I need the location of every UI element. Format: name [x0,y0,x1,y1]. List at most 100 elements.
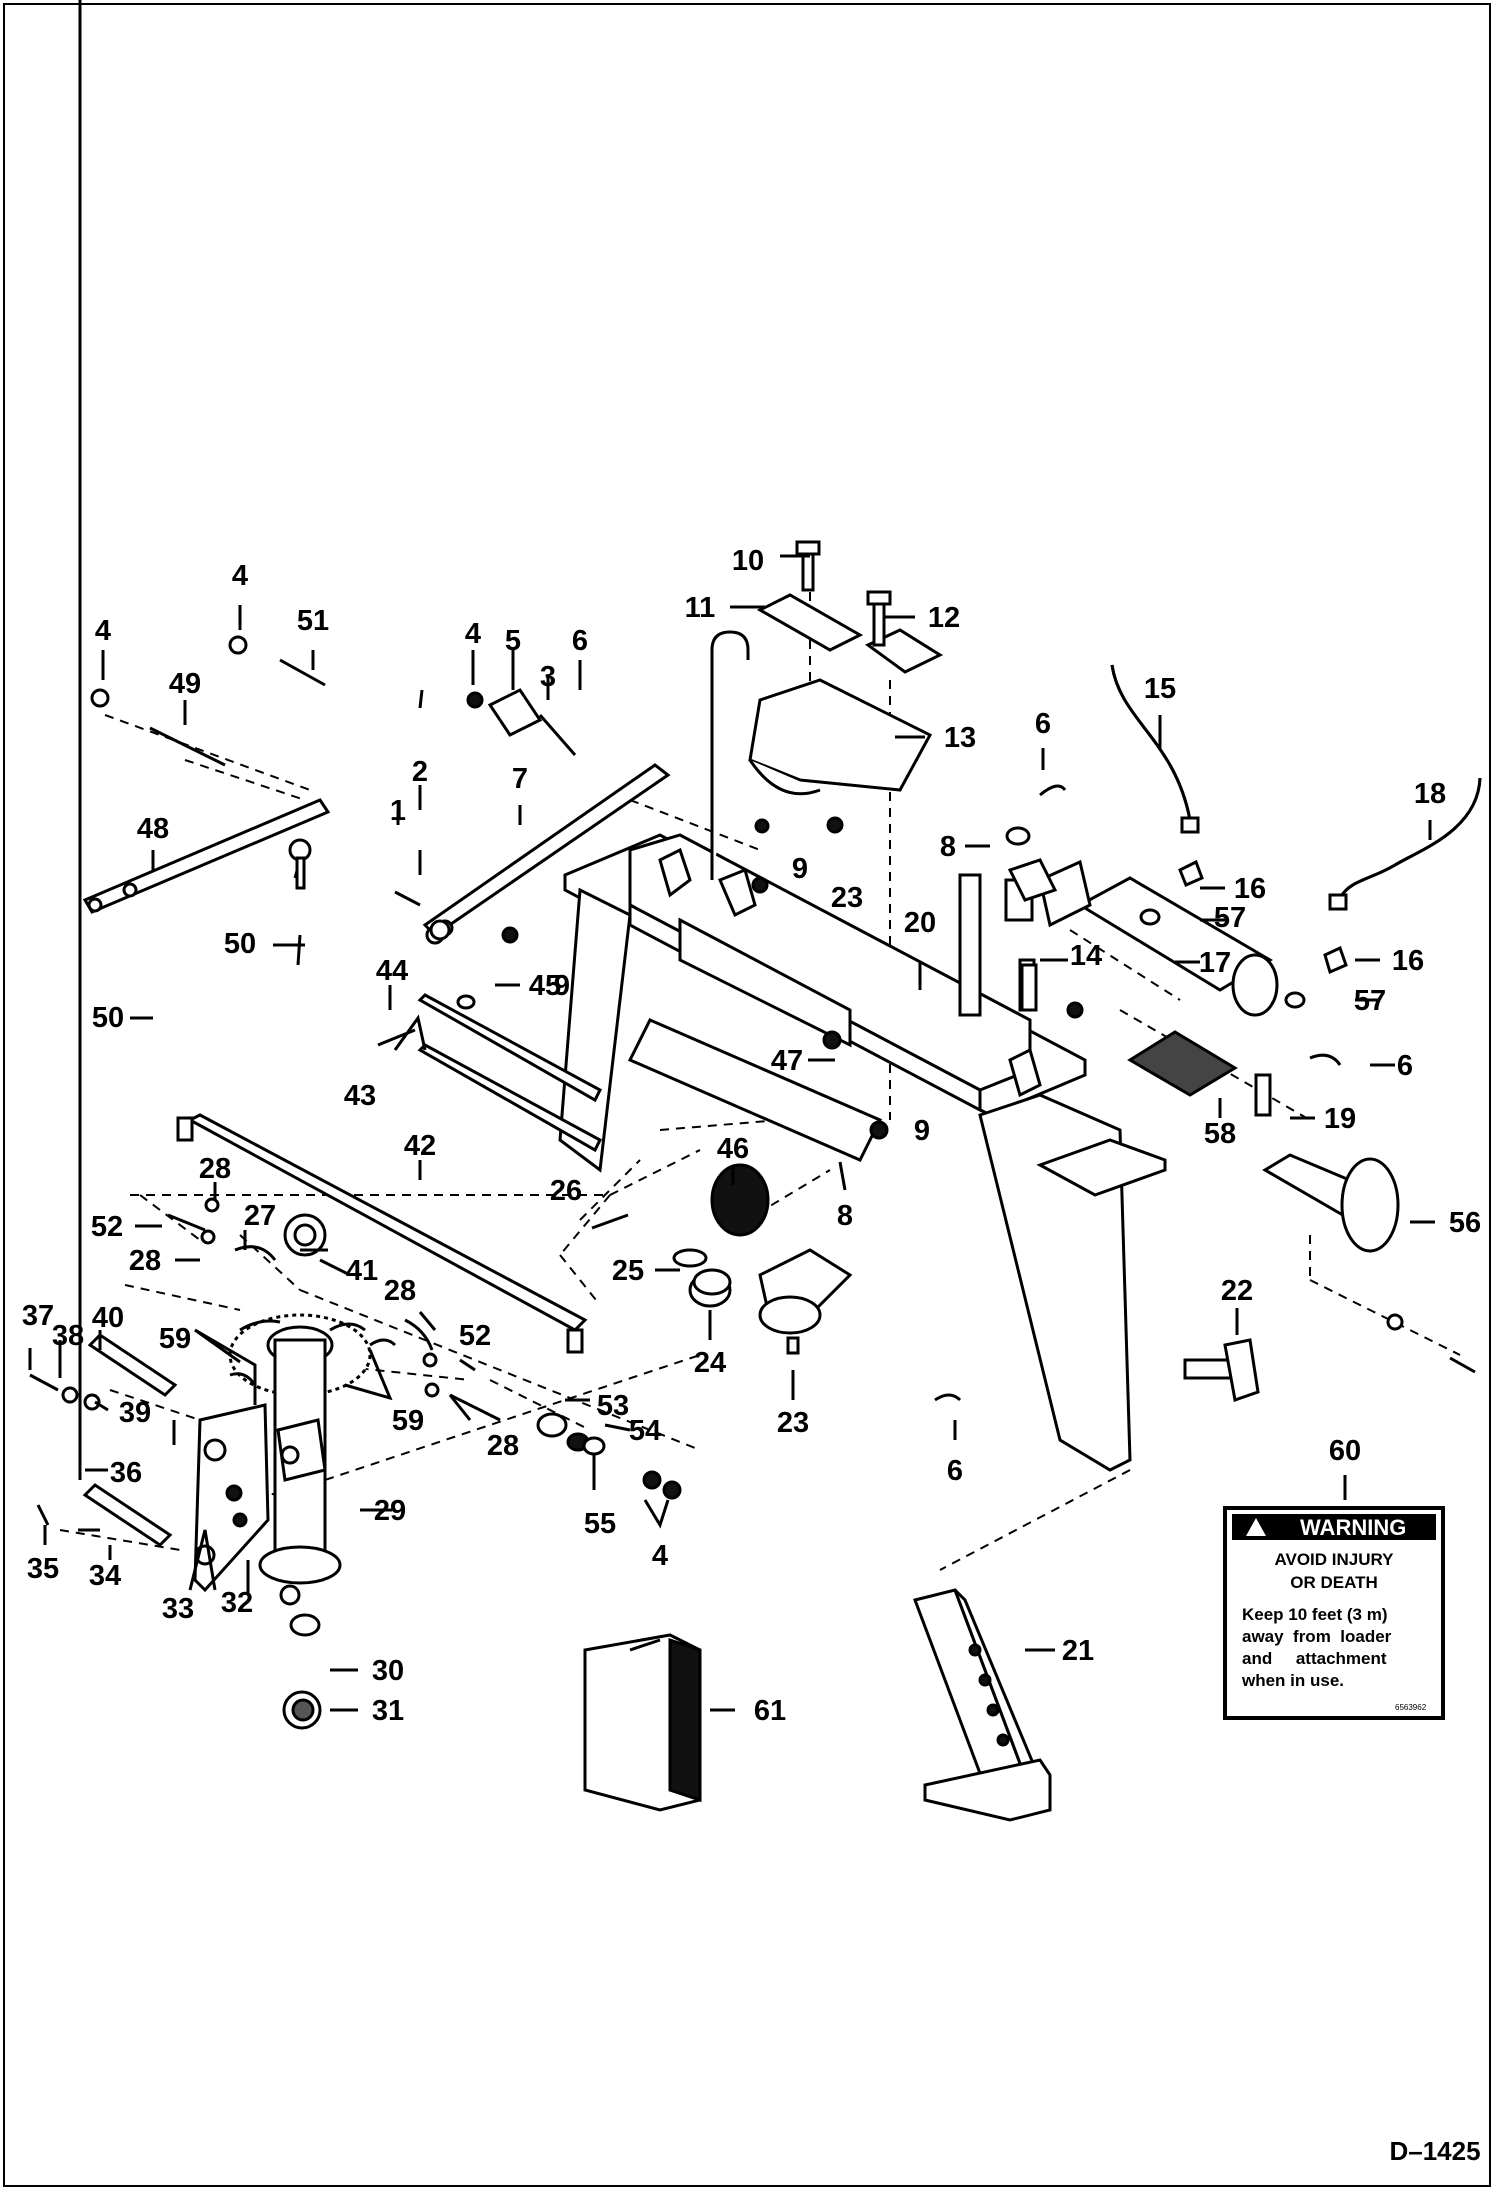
callout-4: 4 [652,1540,668,1572]
washers-and-nuts [536,1412,682,1529]
callout-18: 18 [1414,778,1446,810]
callout-16: 16 [1392,945,1424,977]
callout-9: 9 [914,1115,930,1147]
callout-23: 23 [777,1407,809,1439]
callout-52: 52 [91,1211,123,1243]
callout-5: 5 [505,625,521,657]
callout-28: 28 [384,1275,416,1307]
callout-4: 4 [465,618,481,650]
warning-line-6: when in use. [1241,1671,1344,1690]
callout-38: 38 [52,1320,84,1352]
callout-6: 6 [1035,708,1051,740]
warning-decal-code: 6563962 [1395,1703,1427,1712]
wear-strips [417,993,602,1153]
bumper-and-bearing [672,1163,853,1355]
callout-2: 2 [412,756,428,788]
callout-45: 45 [529,970,561,1002]
callout-6: 6 [947,1455,963,1487]
callout-12: 12 [928,602,960,634]
callout-24: 24 [694,1347,726,1379]
pin-19 [1254,1073,1272,1117]
warning-line-1: AVOID INJURY [1274,1550,1394,1569]
lock-pin [1183,1338,1260,1402]
callout-19: 19 [1324,1103,1356,1135]
warning-line-2: OR DEATH [1290,1573,1378,1592]
warning-line-4: away from loader [1242,1627,1392,1646]
callout-52: 52 [459,1320,491,1352]
callout-8: 8 [940,831,956,863]
callout-29: 29 [374,1495,406,1527]
callout-28: 28 [487,1430,519,1462]
callout-4: 4 [95,615,111,647]
callout-21: 21 [1062,1635,1094,1667]
callout-43: 43 [344,1080,376,1112]
callout-49: 49 [169,668,201,700]
callout-26: 26 [550,1175,582,1207]
pin [1020,963,1038,1012]
callout-8: 8 [837,1200,853,1232]
handle [710,630,750,880]
callout-32: 32 [221,1587,253,1619]
callout-36: 36 [110,1457,142,1489]
callout-56: 56 [1449,1207,1481,1239]
callout-44: 44 [376,955,408,987]
callout-35: 35 [27,1553,59,1585]
rubber-pad [1127,1030,1238,1097]
callout-57: 57 [1214,902,1246,934]
callout-13: 13 [944,722,976,754]
callout-57: 57 [1354,985,1386,1017]
callout-60: 60 [1329,1435,1361,1467]
callout-23: 23 [831,882,863,914]
callout-6: 6 [572,625,588,657]
callout-1: 1 [390,795,406,827]
main-frame [558,833,1167,1472]
top-plate [756,540,944,674]
callout-7: 7 [512,763,528,795]
callout-50: 50 [224,928,256,960]
callout-58: 58 [1204,1118,1236,1150]
callout-9: 9 [792,853,808,885]
callout-33: 33 [162,1593,194,1625]
callout-28: 28 [199,1153,231,1185]
operation-manual [583,1633,702,1812]
callout-14: 14 [1070,940,1102,972]
warning-line-5: and attachment [1242,1649,1387,1668]
callout-31: 31 [372,1695,404,1727]
callout-3: 3 [540,661,556,693]
callout-42: 42 [404,1130,436,1162]
callout-11: 11 [685,592,716,624]
callout-61: 61 [754,1695,786,1727]
drawing-id: D–1425 [1389,2136,1480,2166]
warning-heading: WARNING [1300,1515,1406,1540]
callout-37: 37 [22,1300,54,1332]
callout-25: 25 [612,1255,644,1287]
cotter-clip [1309,1053,1342,1066]
callout-10: 10 [732,545,764,577]
callout-17: 17 [1199,947,1231,979]
callout-28: 28 [129,1245,161,1277]
washer [1005,826,1031,846]
callout-34: 34 [89,1560,121,1592]
callout-39: 39 [119,1397,151,1429]
rotor-assembly [193,1213,434,1730]
callout-9: 9 [554,970,570,1002]
callout-51: 51 [297,605,329,637]
warning-decal: WARNING AVOID INJURY OR DEATH Keep 10 fe… [1223,1506,1445,1720]
left-shafts [29,1197,501,1547]
callout-4: 4 [232,560,248,592]
mount-bracket [748,678,933,834]
callout-15: 15 [1144,673,1176,705]
callout-59: 59 [159,1323,191,1355]
callout-54: 54 [629,1415,661,1447]
stand-foot [1262,1153,1400,1253]
callout-6: 6 [1397,1050,1413,1082]
callout-55: 55 [584,1508,616,1540]
callout-47: 47 [771,1045,803,1077]
callout-48: 48 [137,813,169,845]
hardware [90,635,1476,1445]
hydraulic-hoses [1110,664,1482,1009]
callout-40: 40 [92,1302,124,1334]
callout-59: 59 [392,1405,424,1437]
callout-22: 22 [1221,1275,1253,1307]
